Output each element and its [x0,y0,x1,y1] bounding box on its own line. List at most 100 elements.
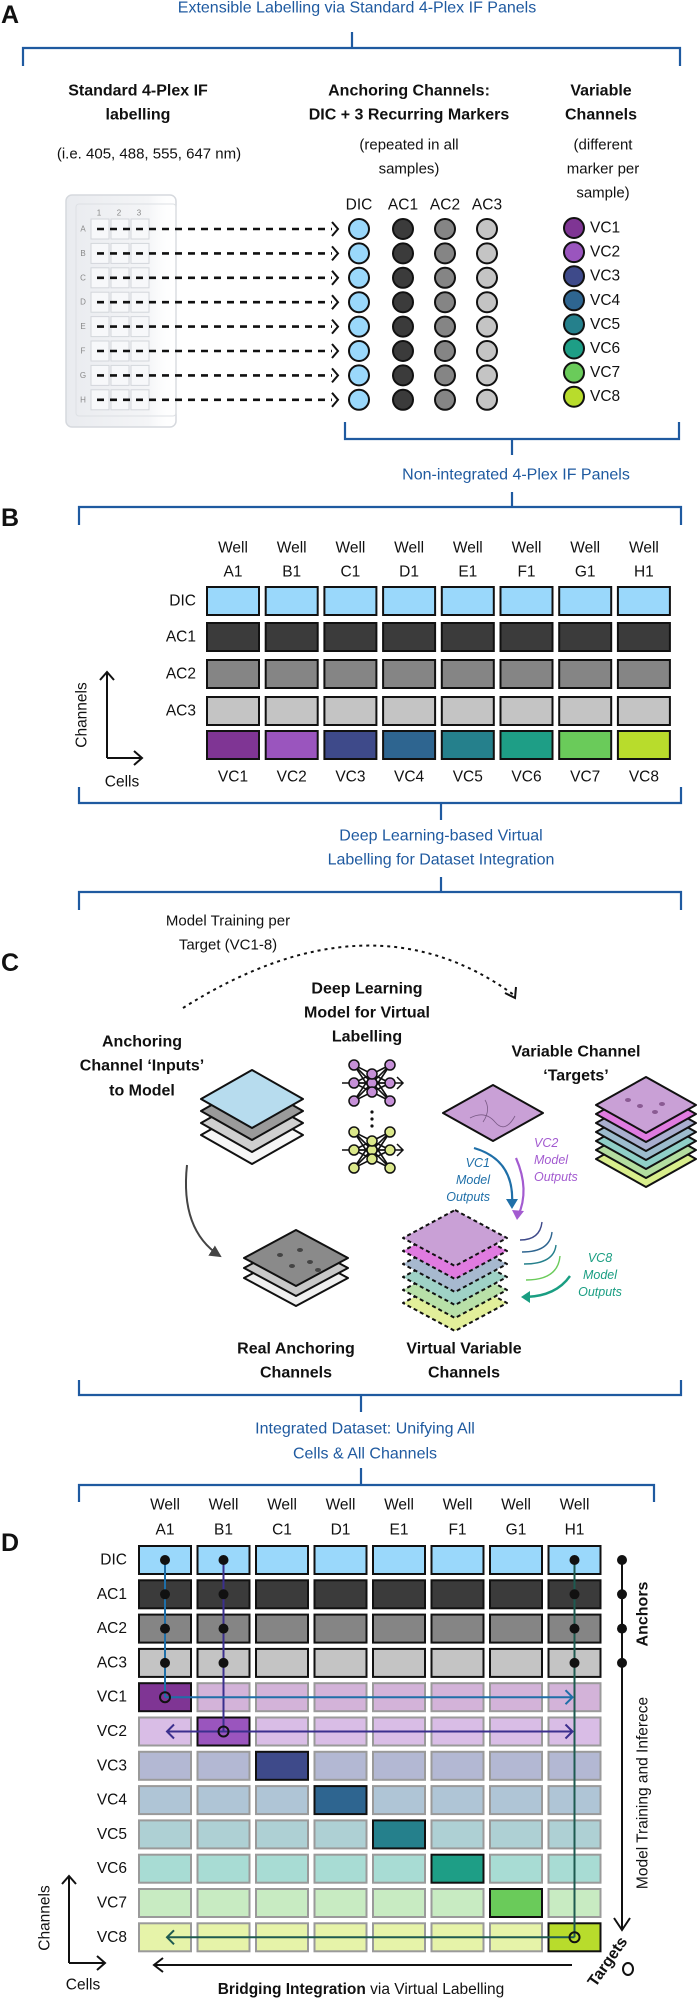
channel-row-label: DIC [100,1552,127,1569]
bridging-caption: Bridging Integration via Virtual Labelli… [218,1981,505,1998]
virtual-cell [372,1888,426,1918]
channel-dot-dic [348,266,370,289]
channel-dot-ac2 [434,242,456,265]
vc-label: VC3 [590,268,620,285]
bracket-d-top [77,1468,656,1502]
vc2-outputs-label: VC2 [534,1136,558,1150]
nn-node [384,1162,396,1174]
cell-spot [307,1260,313,1264]
nn-node [348,1162,360,1174]
anchor-node [160,1589,170,1600]
anchor-node [160,1657,170,1668]
arrow-head [331,245,340,262]
cell-spot [289,1264,295,1268]
channel-dot-ac1 [392,388,414,411]
well-header-id: H1 [565,1522,585,1539]
well-header-word: Well [570,540,600,557]
virtual-cell [196,1888,251,1918]
model-training-inference-label: Model Training and Inferece [635,1697,652,1889]
channel-dot-ac3 [476,340,498,362]
vc2-output-arrowhead [512,1210,524,1220]
channel-dot-dic [348,364,370,387]
channel-dot-ac3 [476,364,498,387]
channel-row-label: VC5 [97,1826,127,1843]
vc-column-label: VC2 [277,769,307,786]
inputs-heading-line1: Anchoring [102,1034,182,1051]
training-arrow-head [504,986,517,1000]
plate-column-number: 3 [137,209,142,218]
cell-spot [625,1098,631,1102]
arrow-head [331,392,340,408]
virtual-cell [489,1750,543,1781]
section-title-deep-learning-line1: Deep Learning-based Virtual [339,828,542,845]
anchor-node [160,1555,170,1565]
training-inference-arrowhead [613,1917,631,1932]
channel-row-label: VC7 [97,1895,127,1912]
virtual-cell [138,1785,192,1816]
panel-b-cell [499,659,554,689]
variable-heading-line2: Channels [565,107,637,124]
virtual-cell [489,1819,543,1850]
well-header-word: Well [277,540,307,557]
vc-column-label: VC3 [335,769,365,786]
measured-cell [489,1545,543,1575]
well-header-id: D1 [399,564,419,581]
ellipsis-dot [370,1124,374,1128]
vc-column-label: VC6 [511,769,541,786]
anchor-node [569,1589,580,1600]
vc8-outputs-label: Outputs [578,1285,622,1299]
vc-label: VC7 [590,364,620,381]
nn-node [384,1077,396,1089]
arrow-head [331,221,340,237]
channel-dot-dic [348,242,370,265]
channel-row-label: AC3 [97,1654,127,1671]
channel-row-label: AC3 [166,703,196,720]
measured-cell [313,1545,368,1575]
anchor-input-layer [200,1069,304,1129]
vc-column-label: VC7 [570,769,600,786]
panel-b-cell [616,586,671,616]
target-node [217,1725,230,1738]
well-header-id: C1 [340,564,360,581]
channel-row-label: AC1 [97,1586,127,1603]
well-header-word: Well [267,1497,297,1514]
measured-cell [372,1819,426,1850]
real-anchoring-label-line1: Real Anchoring [237,1341,355,1358]
plate-row-letter: B [80,249,85,258]
plate-row-letter: A [80,225,86,234]
cell-spot [277,1253,283,1257]
measured-cell [372,1579,426,1610]
well-header-id: F1 [517,564,535,581]
vc2-outputs-label: Outputs [534,1170,578,1184]
panel-letter-b: B [1,504,19,532]
channel-row-label: VC6 [97,1860,127,1877]
arrow-head [331,294,340,310]
virtual-variable-label-line1: Virtual Variable [406,1341,521,1358]
axis-label-cells: Cells [66,1977,101,1994]
panel-b-cell [323,696,378,726]
variable-sub-line3: sample) [576,185,629,202]
vc-label: VC1 [590,220,620,237]
panel-b-cell [323,622,378,652]
anchor-node [218,1623,229,1634]
channel-row-label: AC1 [166,629,196,646]
virtual-cell [196,1819,251,1850]
panel-b-cell [499,586,554,616]
virtual-cell [430,1785,485,1816]
channel-dot-dic [348,340,370,362]
measured-cell [372,1545,426,1575]
plate-row-letter: E [80,322,85,331]
plate-column-number: 1 [97,209,102,218]
vc8-bridge-arrowhead [165,1929,175,1946]
channel-dot-ac2 [434,364,456,387]
anchor-legend-node [617,1589,627,1600]
vc-dot-vc7 [563,361,585,384]
channel-dot-ac2 [434,340,456,362]
nn-node [366,1135,378,1147]
panel-b-cell [499,730,554,760]
measured-cell [372,1613,426,1644]
well-header-word: Well [326,1497,356,1514]
arrow-head [331,367,340,384]
cell-spot [659,1102,665,1106]
